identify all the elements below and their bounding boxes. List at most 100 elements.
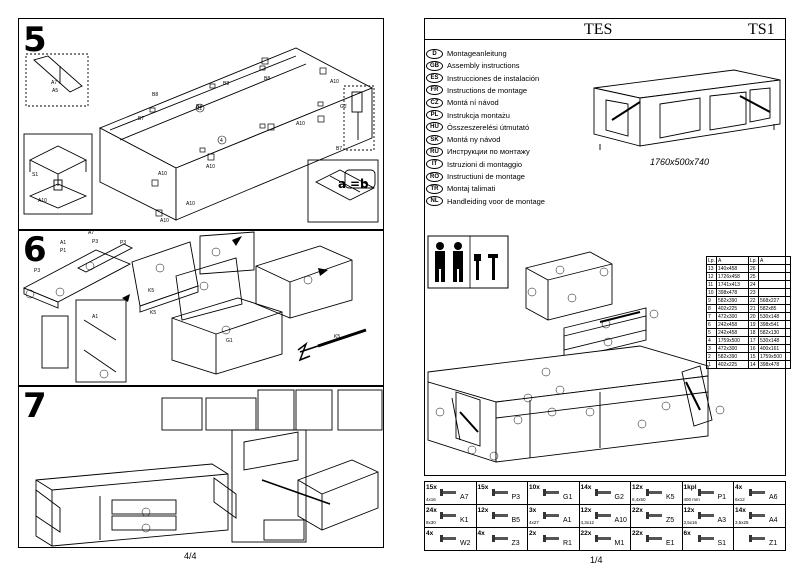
parts-table-cell [758,288,791,297]
svg-text:a: a [338,177,346,191]
parts-table-cell: 398x478 [716,288,749,297]
svg-text:S1: S1 [32,172,38,178]
parts-table-cell: 472x300 [716,344,749,353]
parts-table-cell: 25 [748,272,759,281]
hardware-code: P1 [717,494,727,501]
hardware-grid-divider [527,481,528,551]
hardware-part-icon [543,535,559,542]
parts-table-cell: 1 [706,360,717,369]
hardware-part-icon [440,535,456,542]
parts-table-cell: 530x148 [758,336,791,345]
hardware-quantity: 22x [632,507,643,514]
language-row: D Montageanleitung [426,48,507,59]
hardware-quantity: 15x [477,484,489,491]
parts-table-cell: 2 [706,352,717,361]
hardware-spec: 400 mm [683,497,700,502]
svg-text:A7: A7 [51,80,57,86]
hardware-code: G2 [614,494,624,501]
hardware-part-icon [594,535,611,542]
svg-text:A10: A10 [206,164,215,170]
hardware-part-icon [491,535,508,542]
language-label: Instructions de montage [447,85,528,95]
language-code-badge: FR [426,85,443,96]
parts-table-cell: 140x458 [716,264,749,273]
svg-text:A1: A1 [60,240,66,246]
hardware-code: K1 [460,517,469,524]
parts-table-cell: 398x478 [758,360,791,369]
svg-text:G2: G2 [340,104,347,110]
parts-table-cell [758,280,791,289]
hardware-grid-divider [630,481,631,551]
hardware-code: R1 [563,540,572,547]
parts-table-cell: 400x161 [758,344,791,353]
hardware-quantity: 4x [477,530,485,537]
parts-table-cell: 472x300 [716,312,749,321]
language-label: Összeszerelési útmutató [447,122,530,132]
language-label: Instrucciones de instalación [447,73,540,83]
hardware-part-icon [697,489,714,496]
hardware-part-icon [646,535,662,542]
step-7-number: 7 [23,386,47,426]
hardware-part-icon [543,512,559,519]
language-label: Montá ní návod [447,98,499,108]
svg-text:B8: B8 [196,104,202,110]
hardware-code: A6 [769,494,778,501]
hardware-part-icon [749,489,765,496]
parts-table-cell: 242x458 [716,328,749,337]
parts-table-cell: 8 [706,304,717,313]
language-code-badge: SK [426,134,443,145]
language-code-badge: ES [426,73,443,84]
svg-text:P3: P3 [120,240,126,246]
hardware-code: E1 [666,540,675,547]
language-row: PL Instrukcja montażu [426,110,510,121]
hardware-spec: 4x16 [426,497,436,502]
hardware-grid-divider [424,527,786,528]
hardware-code: Z3 [511,540,520,547]
svg-text:B7: B7 [336,146,342,152]
language-code-badge: D [426,48,443,59]
hardware-part-icon [440,489,456,496]
parts-table-header-cell: A [758,256,791,265]
hardware-quantity: 1kpl [683,484,697,491]
hardware-quantity: 12x [632,484,643,491]
right-page-number: 1/4 [590,555,603,565]
language-label: Montá ny návod [447,135,501,145]
dimensions-text: 1760x500x740 [650,157,710,167]
parts-table-cell: 9 [706,296,717,305]
step-6-number: 6 [23,230,47,270]
parts-table-cell: 14 [748,360,759,369]
hardware-quantity: 12x [683,507,695,514]
hardware-code: G1 [563,494,573,501]
parts-table-cell: 11 [706,280,717,289]
parts-table-cell [758,264,791,273]
language-label: Instructiuni de montage [447,172,525,181]
hardware-code: Z5 [666,517,675,524]
language-label: Instrukcja montażu [447,110,510,120]
language-code-badge: PL [426,110,443,120]
parts-table-cell: 1726x458 [716,272,749,281]
hardware-code: K5 [666,494,675,501]
hardware-part-icon [491,489,508,496]
language-code-badge: TR [426,183,443,194]
hardware-quantity: 22x [580,530,592,537]
language-label: Инструкции по монтажу [447,147,530,157]
parts-table-cell: 23 [748,288,759,297]
hardware-quantity: 24x [426,507,437,514]
parts-table-cell: 26 [748,264,759,273]
language-label: Montageanleitung [447,49,507,58]
hardware-code: M1 [614,540,625,547]
svg-text:K5: K5 [150,310,156,316]
